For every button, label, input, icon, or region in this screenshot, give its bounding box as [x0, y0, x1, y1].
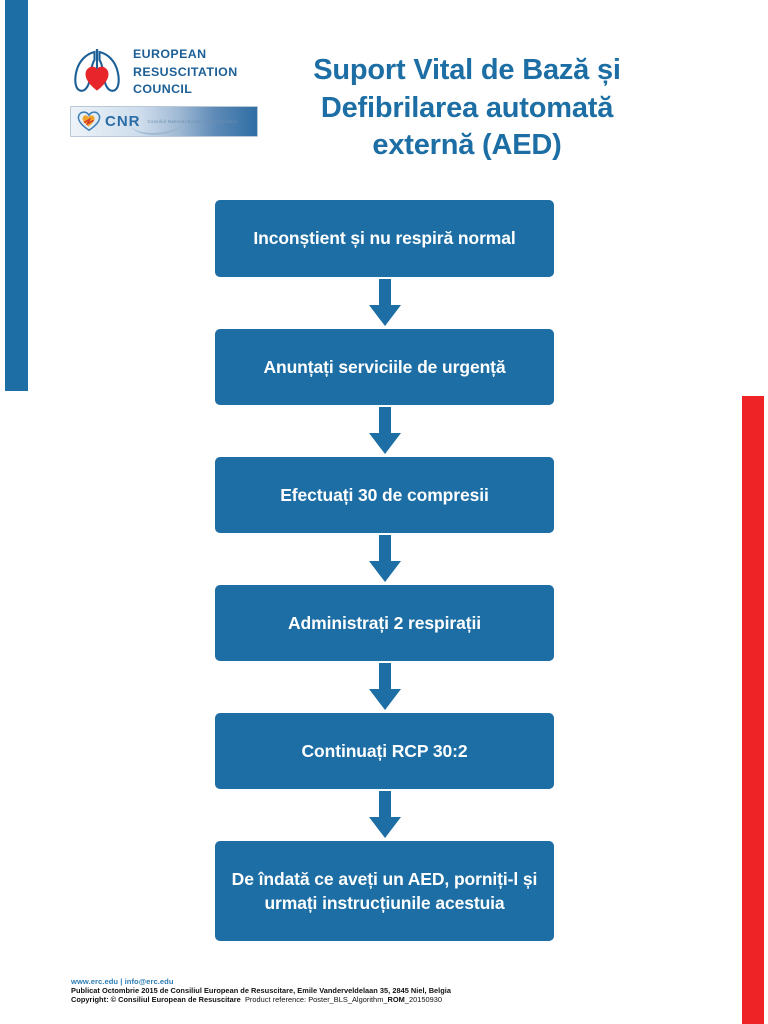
footer-product-reference-locale: ROM — [387, 995, 405, 1005]
poster-footer: www.erc.edu | info@erc.edu Publicat Octo… — [71, 977, 691, 1004]
footer-product-reference-date: _20150930 — [404, 995, 442, 1005]
erc-wordmark-line-1: EUROPEAN — [133, 47, 207, 61]
flow-step-5: Continuați RCP 30:2 — [215, 713, 554, 789]
flow-arrow-4 — [215, 661, 554, 713]
flow-step-1: Inconștient și nu respiră normal — [215, 200, 554, 277]
erc-logo: EUROPEAN RESUSCITATION COUNCIL — [70, 42, 260, 99]
right-red-accent-bar — [742, 396, 764, 1024]
erc-wordmark-line-3: COUNCIL — [133, 82, 193, 97]
flow-arrow-5 — [215, 789, 554, 841]
footer-product-reference: Product reference: Poster_BLS_Algorithm_ — [244, 995, 388, 1005]
flow-arrow-2 — [215, 405, 554, 457]
cnr-partner-logo: CNR Consiliul National Roman de Resuscit… — [70, 105, 258, 137]
cnr-acronym: CNR — [105, 112, 141, 130]
flow-step-6: De îndată ce aveți un AED, porniți-l și … — [215, 841, 554, 941]
flow-arrow-1 — [215, 277, 554, 329]
flow-step-2: Anunțați serviciile de urgență — [215, 329, 554, 405]
cnr-full-name: Consiliul National Roman de Resuscitare — [147, 119, 238, 125]
flow-step-3: Efectuați 30 de compresii — [215, 457, 554, 533]
footer-copyright-row: Copyright: © Consiliul European de Resus… — [71, 995, 691, 1004]
erc-wordmark: EUROPEAN RESUSCITATION COUNCIL — [133, 42, 238, 99]
left-blue-accent-bar — [5, 0, 28, 391]
footer-copyright: Copyright: © Consiliul European de Resus… — [71, 995, 241, 1005]
erc-wordmark-line-2: RESUSCITATION — [133, 64, 238, 79]
flow-step-4: Administrați 2 respirații — [215, 585, 554, 661]
flow-arrow-3 — [215, 533, 554, 585]
cnr-heart-icon — [76, 110, 102, 132]
footer-published: Publicat Octombrie 2015 de Consiliul Eur… — [71, 986, 451, 996]
footer-website[interactable]: www.erc.edu | info@erc.edu — [71, 977, 174, 986]
lungs-heart-icon — [70, 42, 124, 98]
poster-header: EUROPEAN RESUSCITATION COUNCIL CNR Consi… — [0, 0, 768, 185]
logo-block: EUROPEAN RESUSCITATION COUNCIL CNR Consi… — [70, 42, 260, 137]
page-title: Suport Vital de Bază și Defibrilarea aut… — [313, 54, 621, 162]
bls-algorithm-flowchart: Inconștient și nu respiră normal Anunțaț… — [215, 200, 554, 941]
